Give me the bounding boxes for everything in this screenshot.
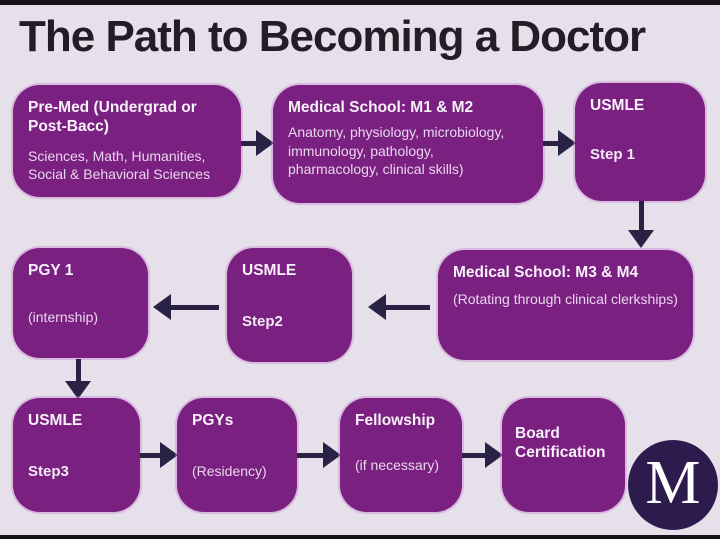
- arrow-line: [241, 141, 257, 146]
- flow-node-usmle-step1: USMLE Step 1: [575, 83, 705, 201]
- arrow-line: [76, 359, 81, 382]
- flow-node-usmle-step2: USMLE Step2: [227, 248, 352, 362]
- bottom-border-bar: [0, 535, 720, 539]
- flow-node-med-school-m1-m2: Medical School: M1 & M2 Anatomy, physiol…: [273, 85, 543, 203]
- top-border-bar: [0, 0, 720, 5]
- arrow-line: [543, 141, 559, 146]
- flow-node-pgys: PGYs (Residency): [177, 398, 297, 512]
- flow-node-med-school-m3-m4: Medical School: M3 & M4 (Rotating throug…: [438, 250, 693, 360]
- arrow-line: [297, 453, 324, 458]
- page-title: The Path to Becoming a Doctor: [19, 12, 646, 61]
- arrow-head-right-icon: [323, 442, 341, 468]
- node-body: Step3: [28, 463, 69, 481]
- arrow-line: [639, 201, 644, 231]
- arrow-head-right-icon: [160, 442, 178, 468]
- flow-node-premed: Pre-Med (Undergrad or Post-Bacc) Science…: [13, 85, 241, 197]
- brand-logo-circle: M: [628, 440, 718, 530]
- arrow-line: [385, 305, 430, 310]
- arrow-head-right-icon: [256, 130, 274, 156]
- node-body: Sciences, Math, Humanities, Social & Beh…: [28, 147, 211, 182]
- arrow-pgys-to-fellowship: [297, 442, 341, 468]
- flow-node-pgy1: PGY 1 (internship): [13, 248, 148, 358]
- node-heading: PGYs: [192, 412, 234, 429]
- node-heading: Board Certification: [515, 425, 606, 462]
- arrow-m1m2-to-usmle1: [543, 130, 576, 156]
- node-heading: PGY 1: [28, 262, 74, 279]
- arrow-head-left-icon: [368, 294, 386, 320]
- flow-node-fellowship: Fellowship (if necessary): [340, 398, 462, 512]
- arrow-head-down-icon: [628, 230, 654, 248]
- node-body: (Rotating through clinical clerkships): [453, 291, 678, 308]
- node-body: Step2: [242, 313, 283, 331]
- arrow-line: [170, 305, 219, 310]
- arrow-fellowship-to-board: [462, 442, 503, 468]
- arrow-head-right-icon: [485, 442, 503, 468]
- node-body: (Residency): [192, 463, 267, 480]
- arrow-head-right-icon: [558, 130, 576, 156]
- arrow-head-down-icon: [65, 381, 91, 399]
- arrow-premed-to-m1m2: [241, 130, 274, 156]
- node-body: Step 1: [590, 146, 636, 164]
- arrow-usmle2-to-pgy1: [153, 294, 219, 320]
- node-body: Anatomy, physiology, microbiology, immun…: [288, 124, 505, 177]
- node-heading: USMLE: [590, 97, 645, 114]
- arrow-usmle3-to-pgys: [140, 442, 178, 468]
- node-body: (if necessary): [355, 457, 440, 474]
- arrow-head-left-icon: [153, 294, 171, 320]
- arrow-usmle1-to-m3m4: [628, 201, 654, 248]
- node-heading: USMLE: [28, 412, 83, 429]
- node-heading: Medical School: M3 & M4: [453, 264, 639, 281]
- node-body: (internship): [28, 309, 99, 326]
- node-heading: Medical School: M1 & M2: [288, 99, 474, 116]
- node-heading: Pre-Med (Undergrad or Post-Bacc): [28, 99, 197, 136]
- node-heading: USMLE: [242, 262, 297, 279]
- flow-node-usmle-step3: USMLE Step3: [13, 398, 140, 512]
- arrow-pgy1-to-usmle3: [65, 359, 91, 399]
- node-heading: Fellowship: [355, 412, 436, 429]
- arrow-m3m4-to-usmle2: [368, 294, 430, 320]
- flow-node-board-certification: Board Certification: [502, 398, 625, 512]
- arrow-line: [140, 453, 161, 458]
- arrow-line: [462, 453, 486, 458]
- brand-logo-m-icon: M: [645, 449, 701, 517]
